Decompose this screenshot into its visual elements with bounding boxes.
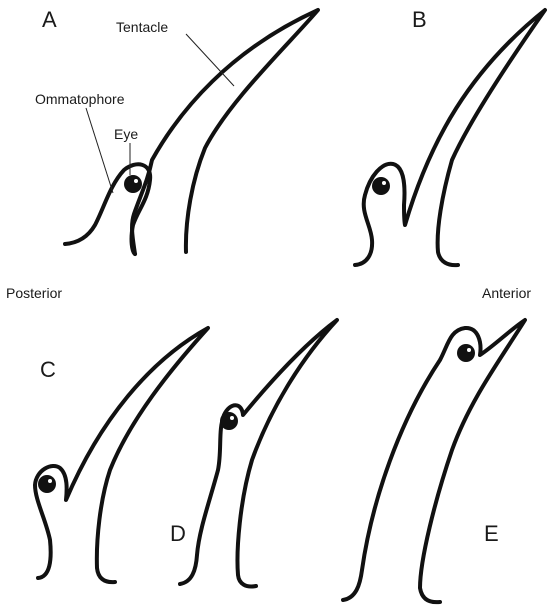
ommatophore-leader-line	[86, 108, 113, 193]
panel-a-letter: A	[42, 7, 57, 32]
panel-b-tentacle-outline	[355, 10, 545, 265]
anterior-label: Anterior	[482, 285, 531, 301]
panel-e-eye-icon	[457, 344, 475, 362]
panel-e-tentacle-outline	[343, 320, 525, 602]
panel-c-eye-icon	[38, 475, 56, 493]
panel-e-letter: E	[484, 521, 499, 546]
tentacle-label: Tentacle	[116, 19, 168, 35]
panel-b: B	[355, 7, 545, 265]
tentacle-leader-line	[186, 34, 234, 86]
panel-a-tentacle-outline	[132, 10, 318, 254]
ommatophore-label: Ommatophore	[35, 91, 125, 107]
panel-a-eye-icon	[124, 175, 142, 193]
panel-b-eye-icon	[372, 177, 390, 195]
panel-d-eye-icon	[220, 412, 238, 430]
panel-c-letter: C	[40, 357, 56, 382]
panel-d-letter: D	[170, 521, 186, 546]
panel-d-tentacle-outline	[180, 320, 337, 587]
panel-a: A Tentacle Ommatophore Eye	[35, 7, 318, 254]
panel-d: D	[170, 320, 337, 587]
posterior-label: Posterior	[6, 285, 62, 301]
panel-b-letter: B	[412, 7, 427, 32]
eye-label: Eye	[114, 126, 138, 142]
panel-e: E	[343, 320, 525, 602]
